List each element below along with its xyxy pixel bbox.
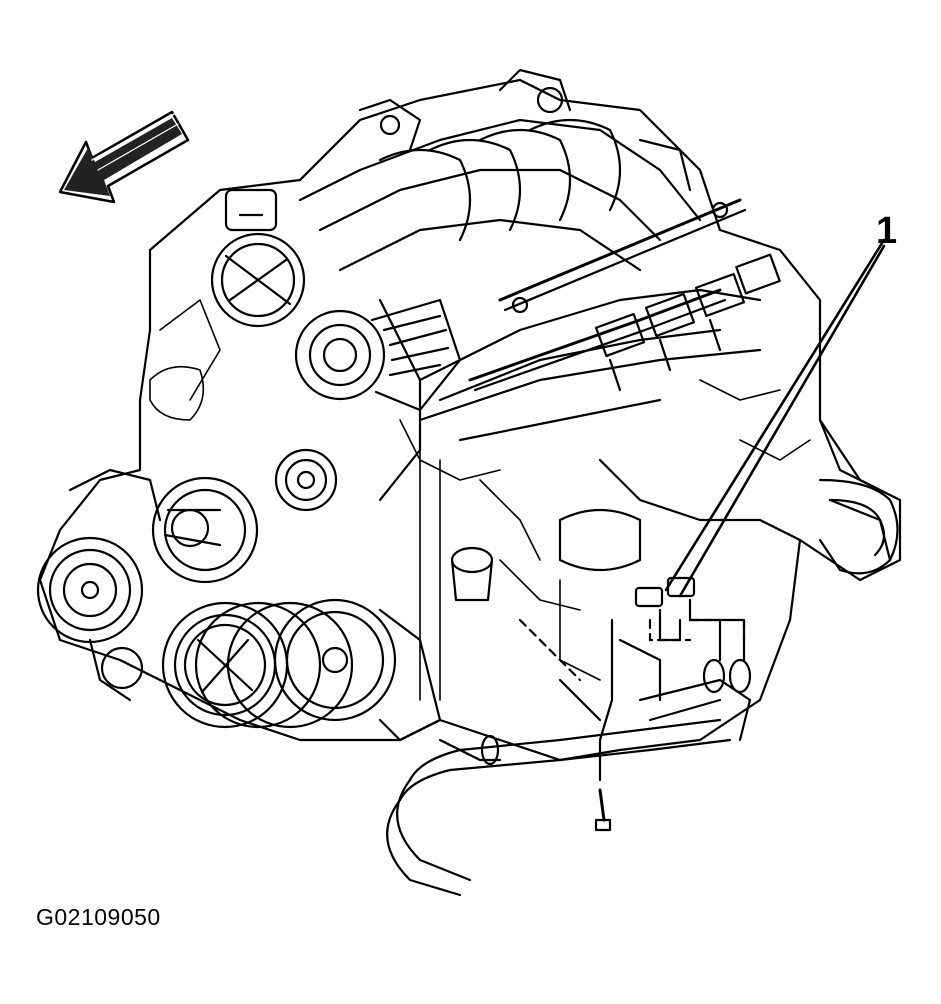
figure-id: G02109050	[36, 904, 161, 930]
routing-dashed-lines	[518, 618, 746, 682]
power-steering-pulley	[273, 598, 442, 742]
throttle-body	[210, 188, 306, 328]
intake-manifold	[358, 68, 692, 242]
callout-number-1: 1	[876, 210, 898, 252]
engine-detail-lines	[149, 299, 811, 701]
idler-pulley	[274, 448, 338, 512]
ignition-coils	[594, 253, 781, 392]
front-direction-arrow-icon	[58, 110, 190, 204]
fuel-rail	[468, 198, 747, 392]
alternator	[294, 298, 462, 412]
sensor-harness	[558, 576, 746, 832]
water-pump-pulley	[151, 476, 259, 584]
coolant-hose	[386, 658, 752, 897]
ac-compressor	[36, 468, 162, 702]
exhaust-manifold	[558, 478, 899, 575]
oil-filler-cap	[450, 546, 494, 602]
callout-leader-lines	[664, 238, 886, 598]
